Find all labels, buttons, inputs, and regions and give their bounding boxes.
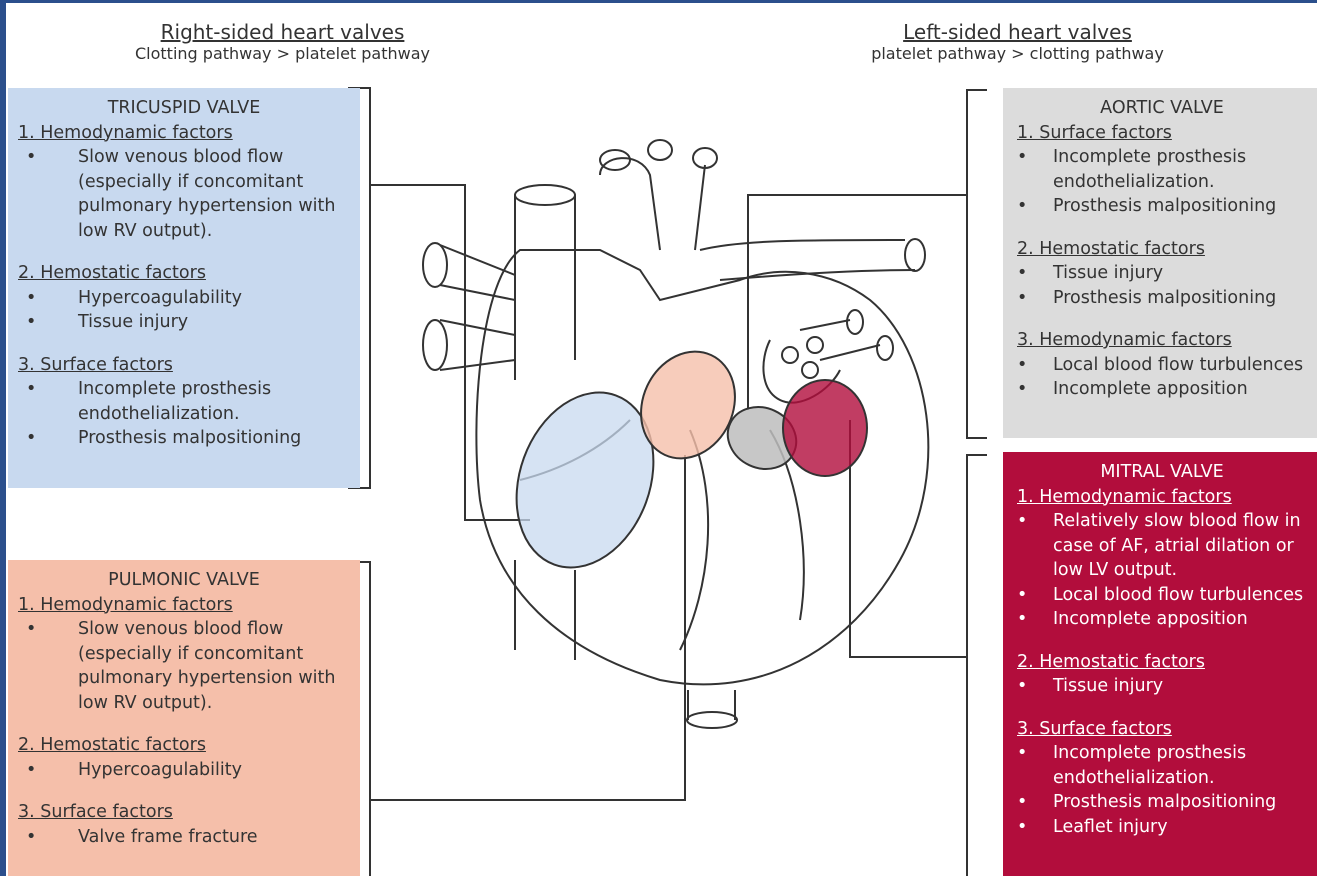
section-title: 1. Surface factors (1017, 121, 1307, 146)
list-item: •Hypercoagulability (18, 286, 350, 311)
aortic-bracket (967, 90, 987, 438)
list-item: •Tissue injury (1017, 674, 1307, 699)
tricuspid-section-1: 1. Hemodynamic factors •Slow venous bloo… (18, 121, 350, 244)
list-item: •Valve frame fracture (18, 825, 350, 850)
list-item: •Prosthesis malpositioning (1017, 286, 1307, 311)
list-item: •Slow venous blood flow (especially if c… (18, 617, 350, 715)
list-item: •Local blood flow turbulences (1017, 353, 1307, 378)
mitral-section-2: 2. Hemostatic factors •Tissue injury (1017, 650, 1307, 699)
aortic-title: AORTIC VALVE (1017, 96, 1307, 121)
section-title: 1. Hemodynamic factors (18, 593, 350, 618)
aortic-valve-box: AORTIC VALVE 1. Surface factors •Incompl… (1003, 88, 1317, 438)
tricuspid-title: TRICUSPID VALVE (18, 96, 350, 121)
mitral-bracket (967, 455, 987, 876)
section-title: 3. Surface factors (1017, 717, 1307, 742)
list-item: •Local blood flow turbulences (1017, 583, 1307, 608)
aortic-section-3: 3. Hemodynamic factors •Local blood flow… (1017, 328, 1307, 402)
pulmonary-trunk (700, 240, 915, 280)
pulmonic-valve-box: PULMONIC VALVE 1. Hemodynamic factors •S… (8, 560, 360, 876)
tricuspid-valve-box: TRICUSPID VALVE 1. Hemodynamic factors •… (8, 88, 360, 488)
aortic-section-1: 1. Surface factors •Incomplete prosthesi… (1017, 121, 1307, 219)
pulmonic-title: PULMONIC VALVE (18, 568, 350, 593)
section-title: 1. Hemodynamic factors (18, 121, 350, 146)
list-item: •Incomplete prosthesis endothelializatio… (1017, 145, 1307, 194)
list-item: •Relatively slow blood flow in case of A… (1017, 509, 1307, 583)
section-title: 2. Hemostatic factors (18, 733, 350, 758)
list-item: •Tissue injury (18, 310, 350, 335)
pulmonic-section-1: 1. Hemodynamic factors •Slow venous bloo… (18, 593, 350, 716)
section-title: 2. Hemostatic factors (18, 261, 350, 286)
mitral-connector (850, 420, 967, 657)
list-item: •Slow venous blood flow (especially if c… (18, 145, 350, 243)
list-item: •Prosthesis malpositioning (18, 426, 350, 451)
list-item: •Incomplete apposition (1017, 607, 1307, 632)
mitral-valve (783, 380, 867, 476)
list-item: •Incomplete apposition (1017, 377, 1307, 402)
aorta (600, 158, 705, 250)
mitral-valve-box: MITRAL VALVE 1. Hemodynamic factors •Rel… (1003, 452, 1317, 876)
tricuspid-section-3: 3. Surface factors •Incomplete prosthesi… (18, 353, 350, 451)
aortic-connector (748, 195, 967, 410)
list-item: •Incomplete prosthesis endothelializatio… (1017, 741, 1307, 790)
section-title: 2. Hemostatic factors (1017, 237, 1307, 262)
list-item: •Tissue injury (1017, 261, 1307, 286)
aortic-section-2: 2. Hemostatic factors •Tissue injury •Pr… (1017, 237, 1307, 311)
list-item: •Leaflet injury (1017, 815, 1307, 840)
mitral-title: MITRAL VALVE (1017, 460, 1307, 485)
section-title: 2. Hemostatic factors (1017, 650, 1307, 675)
section-title: 3. Surface factors (18, 800, 350, 825)
section-title: 3. Hemodynamic factors (1017, 328, 1307, 353)
section-title: 3. Surface factors (18, 353, 350, 378)
mitral-section-3: 3. Surface factors •Incomplete prosthesi… (1017, 717, 1307, 840)
list-item: •Incomplete prosthesis endothelializatio… (18, 377, 350, 426)
mitral-section-1: 1. Hemodynamic factors •Relatively slow … (1017, 485, 1307, 632)
list-item: •Prosthesis malpositioning (1017, 790, 1307, 815)
inferior-vena-cava (515, 560, 575, 660)
tricuspid-section-2: 2. Hemostatic factors •Hypercoagulabilit… (18, 261, 350, 335)
list-item: •Prosthesis malpositioning (1017, 194, 1307, 219)
section-title: 1. Hemodynamic factors (1017, 485, 1307, 510)
pulmonic-section-3: 3. Surface factors •Valve frame fracture (18, 800, 350, 849)
descending-aorta (688, 690, 735, 720)
pulmonic-section-2: 2. Hemostatic factors •Hypercoagulabilit… (18, 733, 350, 782)
list-item: •Hypercoagulability (18, 758, 350, 783)
tricuspid-connector (370, 185, 530, 520)
superior-vena-cava (515, 195, 575, 380)
